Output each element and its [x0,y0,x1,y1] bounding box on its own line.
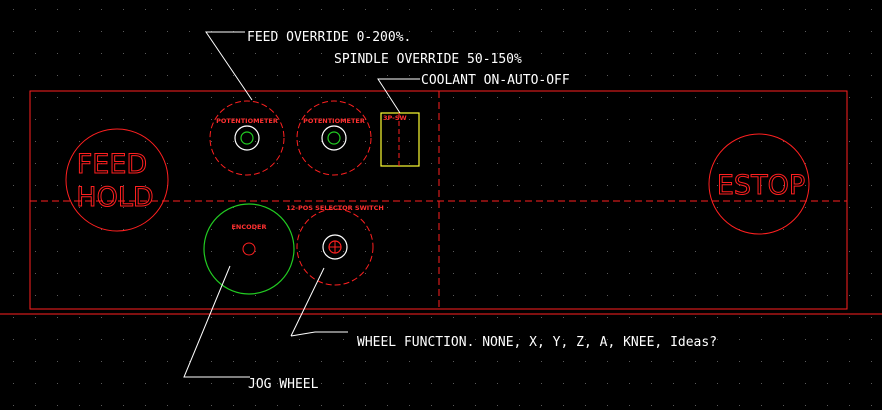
estop-button: ESTOP [708,133,810,235]
jog-wheel-annotation: JOG WHEEL [248,377,319,392]
encoder-label: ENCODER [231,223,266,231]
grid-dots [13,9,872,406]
switch-label: 3P-SW [383,114,407,122]
spindle-override-potentiometer: POTENTIOMETER [296,100,372,176]
feed-override-leader [205,31,253,101]
coolant-switch: 3P-SW [380,112,420,167]
potentiometer-label: POTENTIOMETER [216,117,278,125]
feed-hold-button: FEED HOLD [65,128,169,232]
jog-wheel-leader [183,265,250,378]
selector-switch: 12-POS SELECTOR SWITCH [286,204,384,286]
feed-override-potentiometer: POTENTIOMETER [209,100,285,176]
jog-wheel-encoder: ENCODER [203,203,295,295]
knob-shaft [327,131,341,145]
feed-hold-label-line1: FEED [77,149,147,180]
coolant-annotation: COOLANT ON-AUTO-OFF [421,73,570,88]
potentiometer-label: POTENTIOMETER [303,117,365,125]
knob-shaft [240,131,254,145]
estop-label: ESTOP [717,170,805,201]
selector-switch-label: 12-POS SELECTOR SWITCH [286,204,384,212]
coolant-leader [377,78,420,114]
knob-ring [234,125,260,151]
feed-hold-label-line2: HOLD [76,182,153,213]
wheel-function-leader [290,331,348,337]
knob-ring [322,234,348,260]
knob-ring [321,125,347,151]
leader-lines [183,31,420,378]
spindle-override-annotation: SPINDLE OVERRIDE 50-150% [334,52,522,67]
feed-override-annotation: FEED OVERRIDE 0-200%. [247,30,411,45]
wheel-function-annotation: WHEEL FUNCTION. NONE, X, Y, Z, A, KNEE, … [357,335,717,350]
